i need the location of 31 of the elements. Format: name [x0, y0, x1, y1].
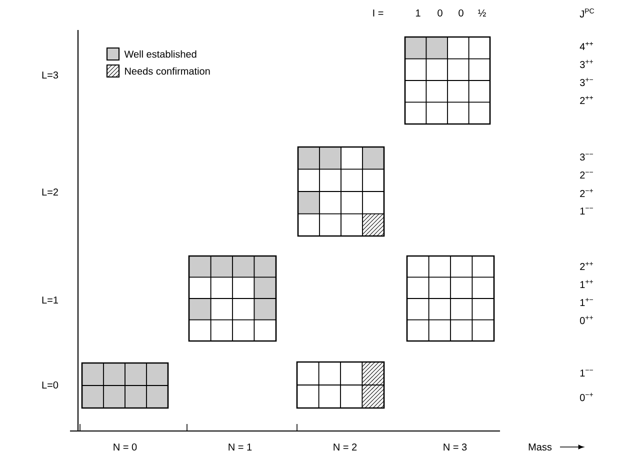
- axis-label: L=2: [42, 188, 58, 196]
- axis-label: N = 0: [114, 443, 137, 451]
- quantum-number-label: 3$^{+−}$: [580, 78, 593, 86]
- axis-label: N = 2: [334, 444, 357, 450]
- quantum-number-label: 1$^{+−}$: [580, 298, 593, 306]
- axis-label: L=0: [42, 381, 58, 389]
- quantum-number-label: 2$^{−−}$: [580, 172, 593, 178]
- quantum-number-label: 2$^{++}$: [580, 96, 593, 104]
- quantum-number-label: 2$^{−+}$: [580, 188, 593, 198]
- quantum-number-label: 4$^{++}$: [580, 42, 593, 50]
- isospin-label: I =: [373, 10, 384, 16]
- isospin-label: 1: [416, 10, 420, 16]
- axis-label: Mass: [528, 444, 552, 450]
- quantum-number-label: 2$^{++}$: [580, 262, 593, 270]
- isospin-label: 0: [458, 9, 464, 17]
- legend-text: Needs confirmation: [125, 67, 210, 75]
- quantum-number-label: 0$^{−+}$: [580, 392, 593, 402]
- quantum-number-label: 1$^{++}$: [580, 280, 593, 288]
- quantum-number-label: 1$^{−−}$: [580, 370, 593, 376]
- axis-label: N = 3: [444, 443, 467, 451]
- legend-text: Well established: [124, 50, 196, 58]
- isospin-label: ½: [478, 10, 486, 16]
- axis-label: N = 1: [228, 444, 252, 450]
- quantum-number-label: 0$^{++}$: [580, 316, 593, 324]
- axis-label: L=1: [42, 296, 58, 304]
- axis-label: L=3: [42, 71, 58, 79]
- quantum-number-label: J$^{PC}$: [580, 8, 594, 18]
- quantum-number-label: 1$^{−−}$: [580, 208, 593, 214]
- quantum-number-label: 3$^{−−}$: [580, 153, 593, 161]
- isospin-label: 0: [438, 9, 442, 17]
- quantum-number-label: 3$^{++}$: [580, 60, 593, 68]
